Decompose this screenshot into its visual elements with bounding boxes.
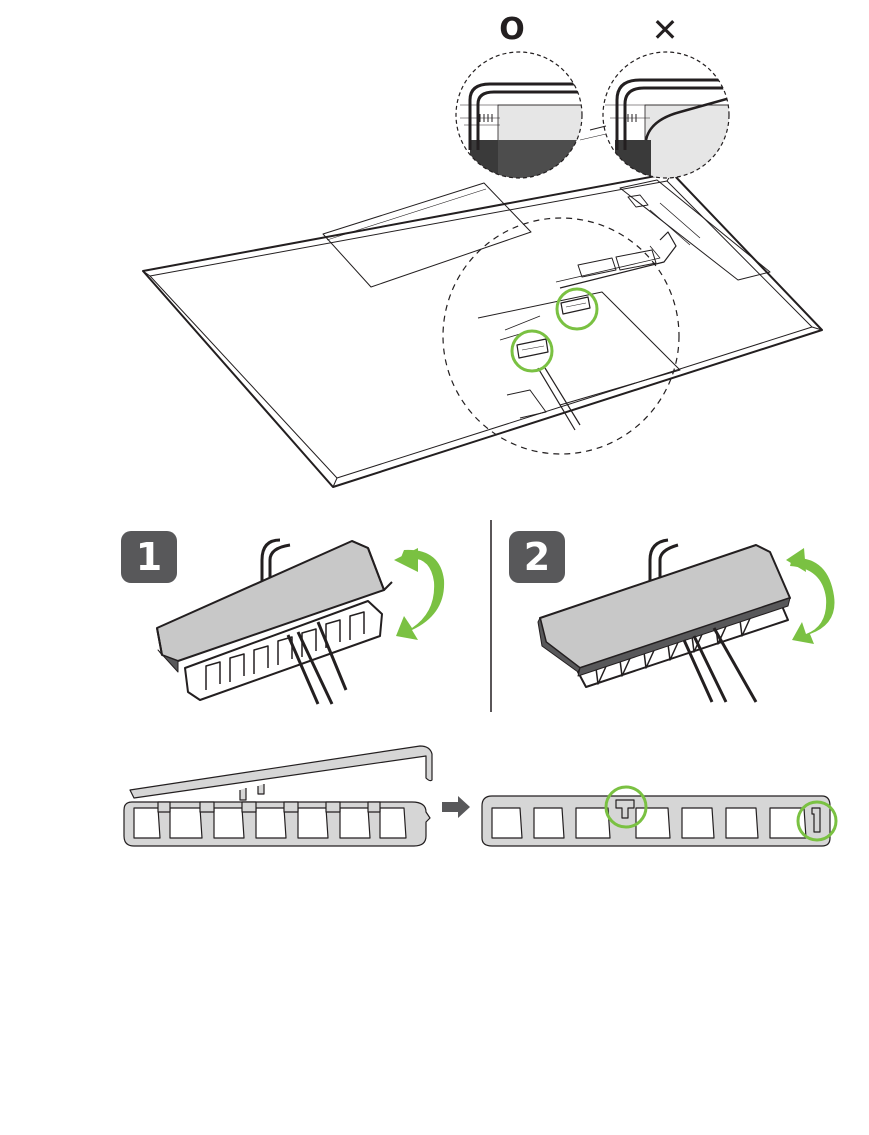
rotate-arrow-step1 — [396, 549, 445, 640]
correct-mark: O — [499, 12, 525, 47]
clip-step-1 — [156, 538, 393, 705]
latch-highlight — [796, 800, 838, 842]
step-2-badge: 2 — [509, 531, 565, 583]
zoom-detail-correct — [455, 51, 583, 179]
tv-back-illustration — [142, 172, 823, 488]
clip-highlight-upper — [555, 287, 599, 331]
step-1-badge: 1 — [121, 531, 177, 583]
clip-step-2 — [537, 538, 791, 703]
tab-highlight — [604, 785, 648, 829]
profile-open — [123, 745, 433, 847]
clip-highlight-lower — [510, 329, 554, 373]
zoom-area-circle — [442, 217, 680, 455]
rotate-arrow-step2 — [790, 557, 835, 644]
zoom-detail-incorrect — [602, 51, 730, 179]
next-arrow-icon — [442, 796, 470, 818]
profile-closed — [481, 795, 831, 847]
incorrect-mark: ✕ — [651, 11, 679, 49]
